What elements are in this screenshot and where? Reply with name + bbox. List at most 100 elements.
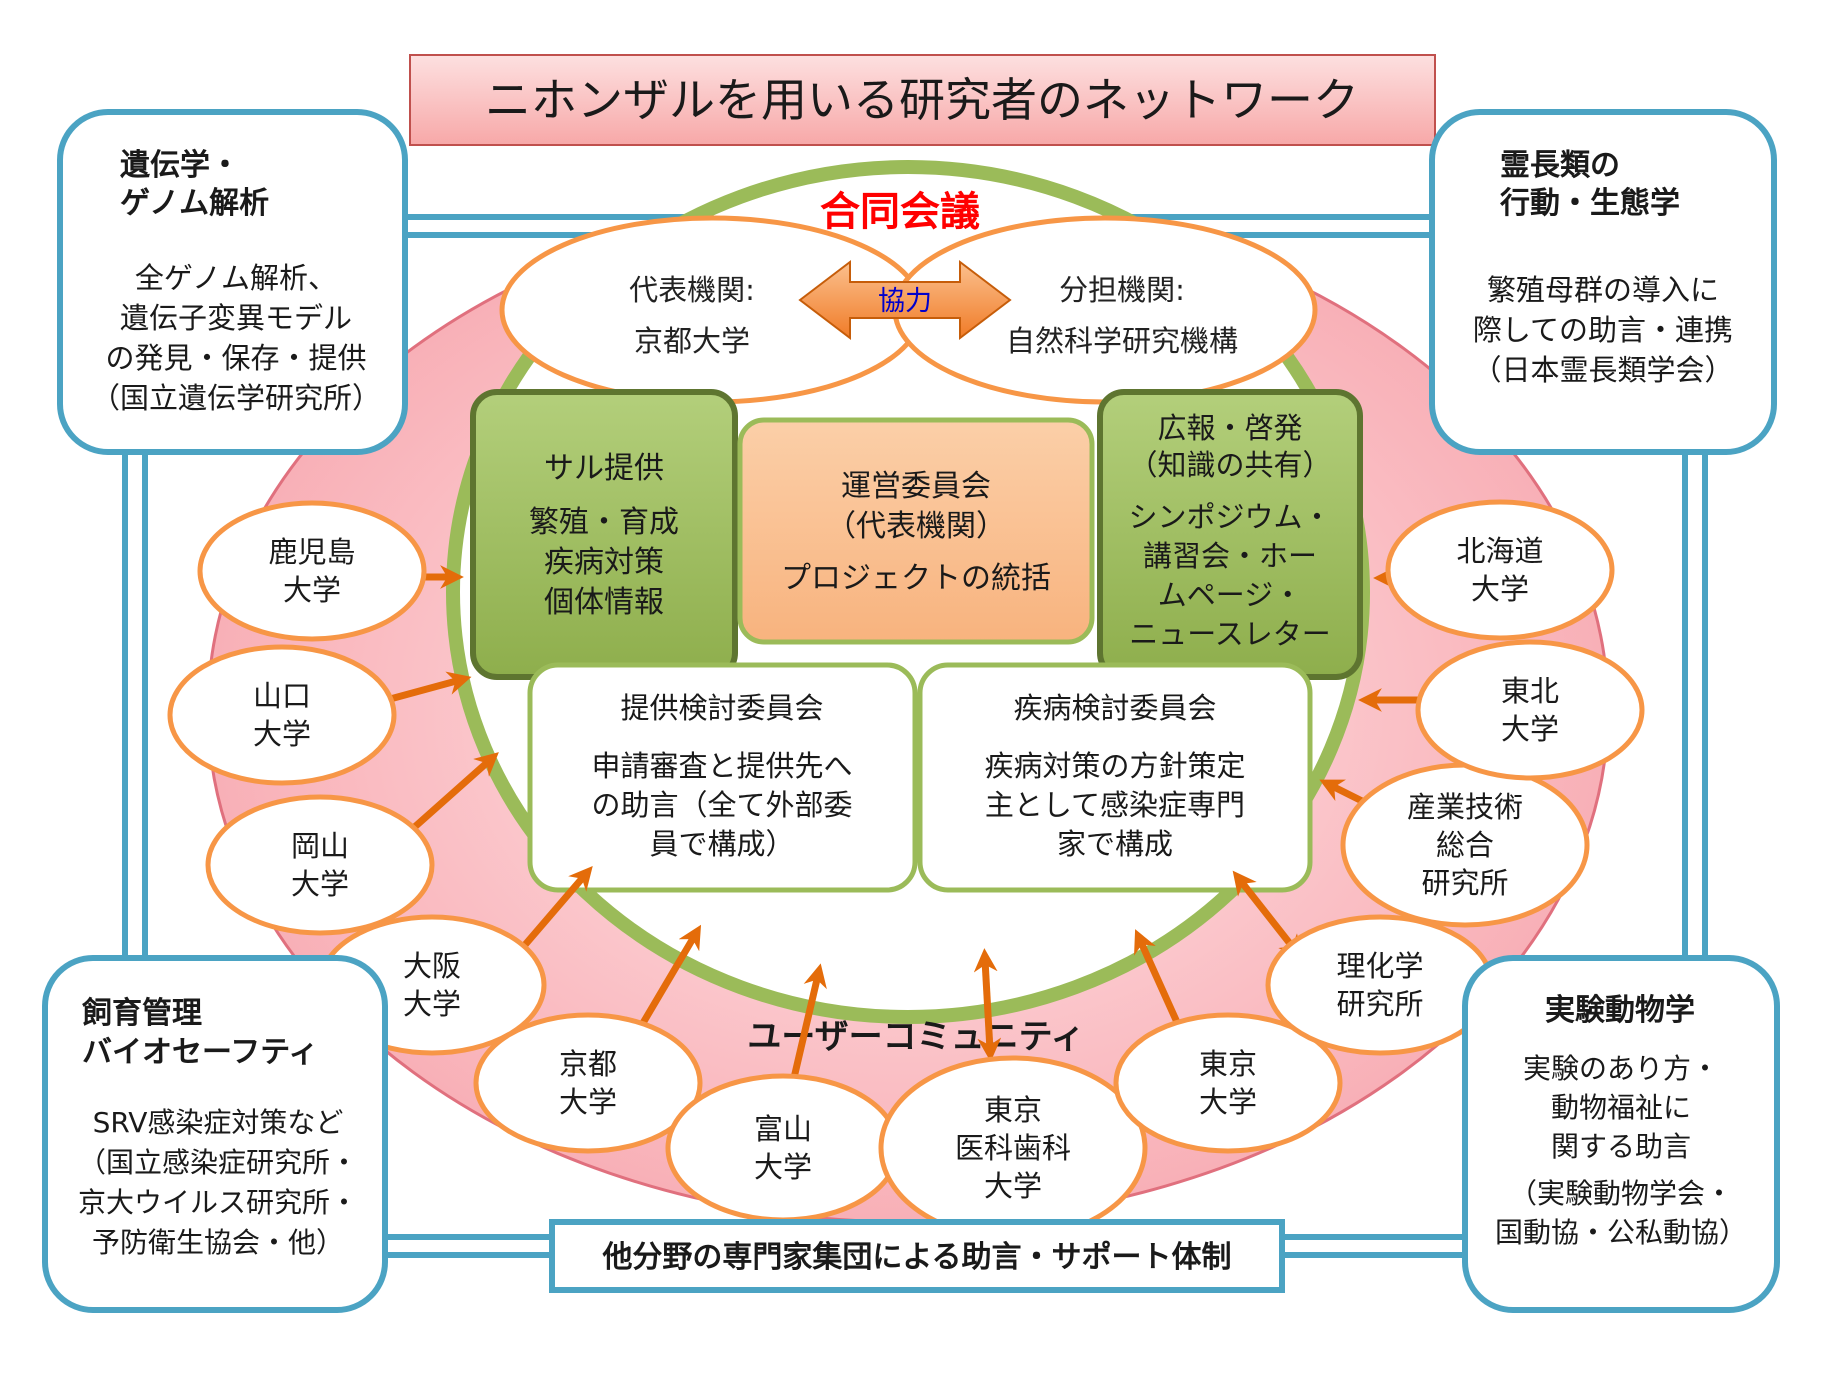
outreach-line: ムページ・ [1158, 578, 1302, 612]
university-label: 東京 [1199, 1047, 1257, 1081]
expert-lab-animal-line: 動物福祉に [1551, 1091, 1691, 1124]
title-bar [409, 54, 1436, 146]
monkey-supply-line: 疾病対策 [544, 545, 664, 580]
university-label: 研究所 [1336, 987, 1423, 1021]
university-label: 富山 [754, 1112, 812, 1146]
outreach-line: 広報・啓発 [1157, 411, 1302, 445]
expert-biosafety-line: SRV感染症対策など [93, 1106, 344, 1139]
joint-meeting-label: 合同会議 [820, 189, 980, 235]
expert-lab-animal-line: （実験動物学会・ [1509, 1177, 1733, 1210]
support-system-box [549, 1219, 1285, 1293]
disease-committee-title: 疾病検討委員会 [1013, 691, 1216, 725]
expert-genetics-line: の発見・保存・提供 [105, 341, 366, 375]
expert-lab-animal-title: 実験動物学 [1545, 993, 1695, 1028]
disease-committee-line: 疾病対策の方針策定 [984, 749, 1245, 783]
university-oval [665, 1073, 901, 1223]
disease-committee-line: 主として感染症専門 [985, 788, 1245, 822]
supply-committee-line: の助言（全て外部委 [591, 788, 852, 822]
lead-org-label: 代表機関: [629, 273, 755, 307]
expert-biosafety-title: 飼育管理 [82, 996, 202, 1031]
steering-committee-box [737, 417, 1095, 645]
university-label: 大学 [559, 1085, 617, 1119]
university-label: 岡山 [291, 829, 349, 863]
steering-line: 運営委員会 [841, 469, 991, 504]
disease-committee-line: 家で構成 [1057, 827, 1173, 861]
university-label: 理化学 [1336, 949, 1423, 983]
outreach-line: 講習会・ホー [1143, 539, 1317, 573]
expert-primate-title: 霊長類の [1500, 148, 1620, 183]
university-label: 大学 [403, 987, 461, 1021]
expert-box-primate [1429, 109, 1777, 455]
steering-line: プロジェクトの統括 [781, 561, 1051, 596]
link-arrow [973, 948, 1002, 1062]
university-label: 大学 [253, 717, 311, 751]
university-label: 総合 [1436, 828, 1494, 862]
monkey-supply-line: 繁殖・育成 [529, 505, 679, 540]
university-label: 大学 [984, 1169, 1042, 1203]
university-label: 京都 [559, 1047, 617, 1081]
cooperation-label: 協力 [878, 286, 932, 317]
university-oval [167, 644, 397, 786]
partner-org-label: 分担機関: [1059, 273, 1185, 307]
university-label: 大学 [1501, 712, 1559, 746]
expert-box-biosafety [42, 955, 388, 1313]
expert-genetics-line: （国立遺伝学研究所） [91, 381, 381, 415]
university-label: 山口 [253, 679, 311, 713]
university-label: 北海道 [1456, 534, 1543, 568]
expert-lab-animal-line: 国動協・公私動協） [1495, 1216, 1747, 1249]
page-title: ニホンザルを用いる研究者のネットワーク [485, 73, 1359, 127]
supply-committee-line: 申請審査と提供先へ [591, 749, 852, 783]
expert-primate-line: 際しての助言・連携 [1473, 313, 1733, 347]
lead-org-name: 京都大学 [634, 324, 750, 358]
outreach-line: （知識の共有） [1128, 448, 1331, 482]
disease-committee-box [917, 662, 1313, 893]
outreach-line: シンポジウム・ [1128, 500, 1331, 534]
cooperation-arrow [798, 259, 1012, 341]
expert-biosafety-title: バイオセーフティ [82, 1035, 318, 1070]
steering-line: （代表機関） [826, 509, 1006, 544]
university-label: 研究所 [1421, 866, 1508, 900]
support-system-label: 他分野の専門家集団による助言・サポート体制 [601, 1240, 1231, 1275]
monkey-supply-title: サル提供 [544, 451, 664, 486]
university-label: 大学 [754, 1150, 812, 1184]
university-oval [197, 500, 427, 642]
university-label: 大阪 [403, 949, 461, 983]
university-label: 東北 [1501, 674, 1559, 708]
expert-genetics-line: 遺伝子変異モデル [120, 301, 352, 335]
university-oval [1265, 914, 1495, 1056]
expert-primate-title: 行動・生態学 [1499, 186, 1680, 221]
expert-biosafety-line: （国立感染症研究所・ [78, 1146, 358, 1179]
university-label: 産業技術 [1407, 790, 1523, 824]
university-label: 大学 [283, 573, 341, 607]
link-arrow [1232, 870, 1303, 960]
outreach-line: ニュースレター [1129, 617, 1331, 651]
expert-genetics-title: ゲノム解析 [120, 186, 269, 221]
university-label: 大学 [1471, 572, 1529, 606]
monkey-supply-line: 個体情報 [544, 585, 664, 620]
expert-genetics-title: 遺伝学・ [120, 148, 240, 183]
university-oval [1415, 639, 1645, 781]
supply-committee-line: 員で構成） [649, 827, 794, 861]
expert-box-genetics [57, 109, 408, 455]
supply-committee-box [527, 662, 918, 893]
university-oval [205, 794, 435, 936]
university-oval [1385, 499, 1615, 641]
university-node: 京都大学 [473, 1012, 703, 1154]
university-label: 東京 [984, 1093, 1042, 1127]
university-oval [473, 1012, 703, 1154]
expert-genetics-line: 全ゲノム解析、 [135, 261, 337, 295]
expert-box-lab-animal [1462, 955, 1780, 1313]
university-label: 鹿児島 [268, 535, 355, 569]
expert-biosafety-line: 予防衛生協会・他） [92, 1226, 344, 1259]
university-layer: 鹿児島大学山口大学岡山大学大阪大学京都大学富山大学東京医科歯科大学東京大学理化学… [167, 499, 1645, 1241]
